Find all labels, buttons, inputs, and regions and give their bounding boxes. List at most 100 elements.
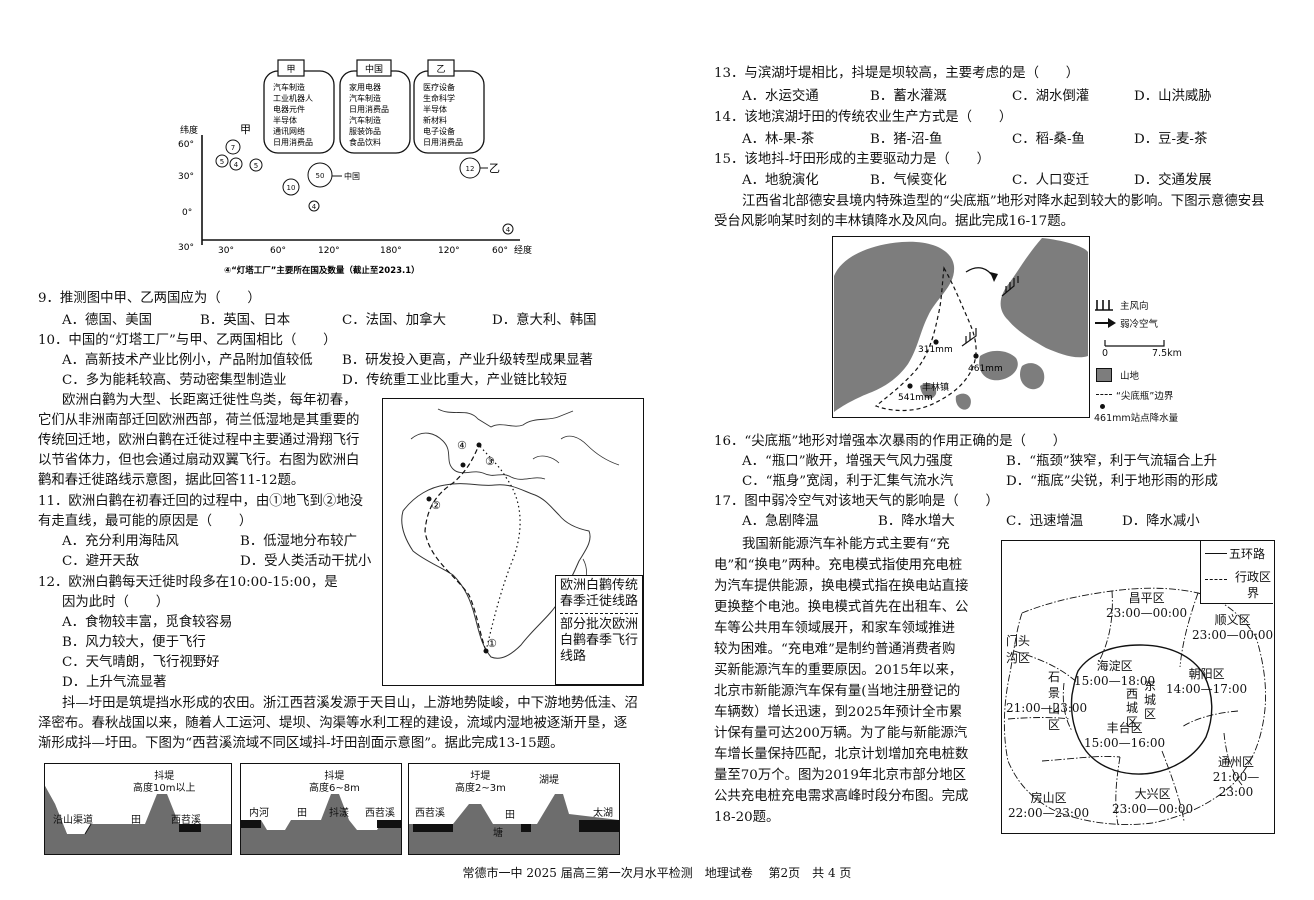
stork-point-3: ③ <box>485 455 495 468</box>
q14-option-d[interactable]: D．豆-麦-茶 <box>1134 132 1208 147</box>
district-time: 23:00—00:00 <box>1106 606 1188 620</box>
q12-option-d[interactable]: D．上升气流显著 <box>62 675 167 690</box>
stork-migration-map: ① ② ③ ④ 欧洲白鹳传统春季迁徙线路 部分批次欧洲白鹳春季飞行线路 <box>382 398 644 686</box>
q13-option-b[interactable]: B．蓄水灌溉 <box>870 89 947 104</box>
svg-text:5: 5 <box>220 158 224 166</box>
fifth-ring-road <box>1070 644 1213 775</box>
profile-panel-1: 抖堤 高度10m以上 沿山渠道 田 西苕溪 <box>44 763 232 855</box>
group-item: 半导体 <box>423 104 447 114</box>
group-item: 日用消费品 <box>423 137 463 147</box>
legend-cold-air: 弱冷空气 <box>1120 319 1159 330</box>
jiangxi-map-legend: 主风向 弱冷空气 0 7.5km 山地 “尖底瓶”边界 461mm站点降水量 <box>1094 296 1214 426</box>
q13-option-c[interactable]: C．湖水倒灌 <box>1012 89 1090 104</box>
group-item: 新材料 <box>423 115 447 125</box>
mountain-west <box>834 241 955 412</box>
q15-option-a[interactable]: A．地貌演化 <box>742 173 819 188</box>
district-name: 丰台区 <box>1106 721 1143 735</box>
q14-option-c[interactable]: C．稻-桑-鱼 <box>1012 132 1085 147</box>
station-461: 461mm <box>968 364 1003 374</box>
q11-option-a[interactable]: A．充分利用海陆风 <box>62 534 179 549</box>
q12-option-b[interactable]: B．风力较大，便于飞行 <box>62 635 206 650</box>
profile-3-extra: 湖堤 <box>539 775 559 786</box>
legend-mountain: 山地 <box>1120 371 1140 382</box>
q11-option-b[interactable]: B．低湿地分布较广 <box>240 534 357 549</box>
station-541: 541mm <box>898 393 933 403</box>
profile-1-label: 沿山渠道 <box>53 815 93 826</box>
legend-main-wind: 主风向 <box>1120 301 1149 312</box>
profile-3-top: 圩堤 <box>470 771 491 782</box>
q17-option-a[interactable]: A．急剧降温 <box>742 514 819 529</box>
q10-option-d[interactable]: D．传统重工业比重大，产业链比较短 <box>342 373 567 388</box>
x-tick: 120° <box>438 246 460 256</box>
q9-option-a[interactable]: A．德国、美国 <box>62 313 153 328</box>
profile-3-label: 西苕溪 <box>415 808 445 819</box>
q15-option-b[interactable]: B．气候变化 <box>870 173 947 188</box>
q10-option-c[interactable]: C．多为能耗较高、劳动密集型制造业 <box>62 373 287 388</box>
district-name: 通州区 <box>1217 755 1254 769</box>
district-name: 朝阳区 <box>1188 667 1225 681</box>
q17-option-b[interactable]: B．降水增大 <box>878 514 955 529</box>
district-name: 顺义区 <box>1214 613 1251 627</box>
group-item: 汽车制造 <box>349 115 381 125</box>
legend-district-boundary: 行政区界 <box>1235 570 1272 600</box>
x-axis-label: 经度 <box>514 244 532 256</box>
q14-option-b[interactable]: B．猪-沼-鱼 <box>870 132 943 147</box>
q16-option-a[interactable]: A．“瓶口”敞开，增强天气风力强度 <box>742 454 953 469</box>
q14-option-a[interactable]: A．林-果-茶 <box>742 132 815 147</box>
group-item: 家用电器 <box>349 82 381 92</box>
mountain-east <box>1000 238 1088 358</box>
q17-stem: 17．图中弱冷空气对该地天气的影响是（ ） <box>714 494 999 509</box>
group-item: 电器元件 <box>273 104 305 114</box>
y-tick: 30° <box>178 172 194 182</box>
q15-stem: 15．该地抖-圩田形成的主要驱动力是（ ） <box>714 152 990 167</box>
district-time: 21:00—23:00 <box>1006 701 1088 715</box>
q17-option-d[interactable]: D．降水减小 <box>1122 514 1200 529</box>
svg-text:4: 4 <box>234 161 239 169</box>
q12-stem-2: 因为此时（ ） <box>62 595 170 610</box>
q16-option-c[interactable]: C．“瓶身”宽阔，利于汇集气流水汽 <box>742 474 954 489</box>
q11-option-c[interactable]: C．避开天敌 <box>62 554 140 569</box>
legend-boundary: “尖底瓶”边界 <box>1116 391 1174 402</box>
page-footer: 常德市一中 2025 届高三第一次月水平检测 地理试卷 第2页 共 4 页 <box>462 866 852 880</box>
profile-1-label: 田 <box>131 815 141 826</box>
q11-option-d[interactable]: D．受人类活动干扰小 <box>240 554 372 569</box>
stork-point-1: ① <box>487 637 497 650</box>
q10-option-b[interactable]: B．研发投入更高，产业升级转型成果显著 <box>342 353 593 368</box>
district-time: 15:00—16:00 <box>1084 736 1166 750</box>
q13-option-d[interactable]: D．山洪威胁 <box>1134 89 1212 104</box>
q9-option-b[interactable]: B．英国、日本 <box>200 313 291 328</box>
q9-option-c[interactable]: C．法国、加拿大 <box>342 313 446 328</box>
profile-3-label: 田 <box>505 810 515 821</box>
bottle-boundary <box>874 266 977 412</box>
q10-option-a[interactable]: A．高新技术产业比例小，产品附加值较低 <box>62 353 313 368</box>
group-item: 汽车制造 <box>349 93 381 103</box>
district-name: 西城区 <box>1126 687 1139 729</box>
svg-text:4: 4 <box>312 203 317 211</box>
q9-option-d[interactable]: D．意大利、韩国 <box>492 313 597 328</box>
q13-option-a[interactable]: A．水运交通 <box>742 89 819 104</box>
q16-option-b[interactable]: B．“瓶颈”狭窄，利于气流辐合上升 <box>1006 454 1217 469</box>
legend-scale-km: 7.5km <box>1152 348 1182 359</box>
legend-traditional-label: 欧洲白鹳传统春季迁徙线路 <box>560 578 639 609</box>
district-time: 21:00—23:00 <box>1212 770 1260 799</box>
group-box-jia <box>263 59 335 154</box>
marker-circle <box>308 200 320 212</box>
marker-label-china: 中国 <box>344 171 360 181</box>
stork-map-legend: 欧洲白鹳传统春季迁徙线路 部分批次欧洲白鹳春季飞行线路 <box>555 575 643 685</box>
q12-option-c[interactable]: C．天气晴朗，飞行视野好 <box>62 655 220 670</box>
q15-option-d[interactable]: D．交通发展 <box>1134 173 1212 188</box>
profile-2-label: 内河 <box>249 808 269 819</box>
q17-option-c[interactable]: C．迅速增温 <box>1006 514 1084 529</box>
group-item: 日用消费品 <box>273 137 313 147</box>
district-time: 14:00—17:00 <box>1166 682 1248 696</box>
q15-option-c[interactable]: C．人口变迁 <box>1012 173 1090 188</box>
legend-partial-label: 部分批次欧洲白鹳春季飞行线路 <box>560 617 639 664</box>
q12-option-a[interactable]: A．食物较丰富，觅食较容易 <box>62 615 233 630</box>
group-item: 服装饰品 <box>349 126 381 136</box>
district-name: 大兴区 <box>1134 787 1171 801</box>
q16-option-d[interactable]: D．“瓶底”尖锐，利于地形雨的形成 <box>1006 474 1218 489</box>
district-name: 门头沟区 <box>1006 634 1031 665</box>
group-item: 食品饮料 <box>349 137 381 147</box>
legend-ring-road: 五环路 <box>1229 547 1266 561</box>
